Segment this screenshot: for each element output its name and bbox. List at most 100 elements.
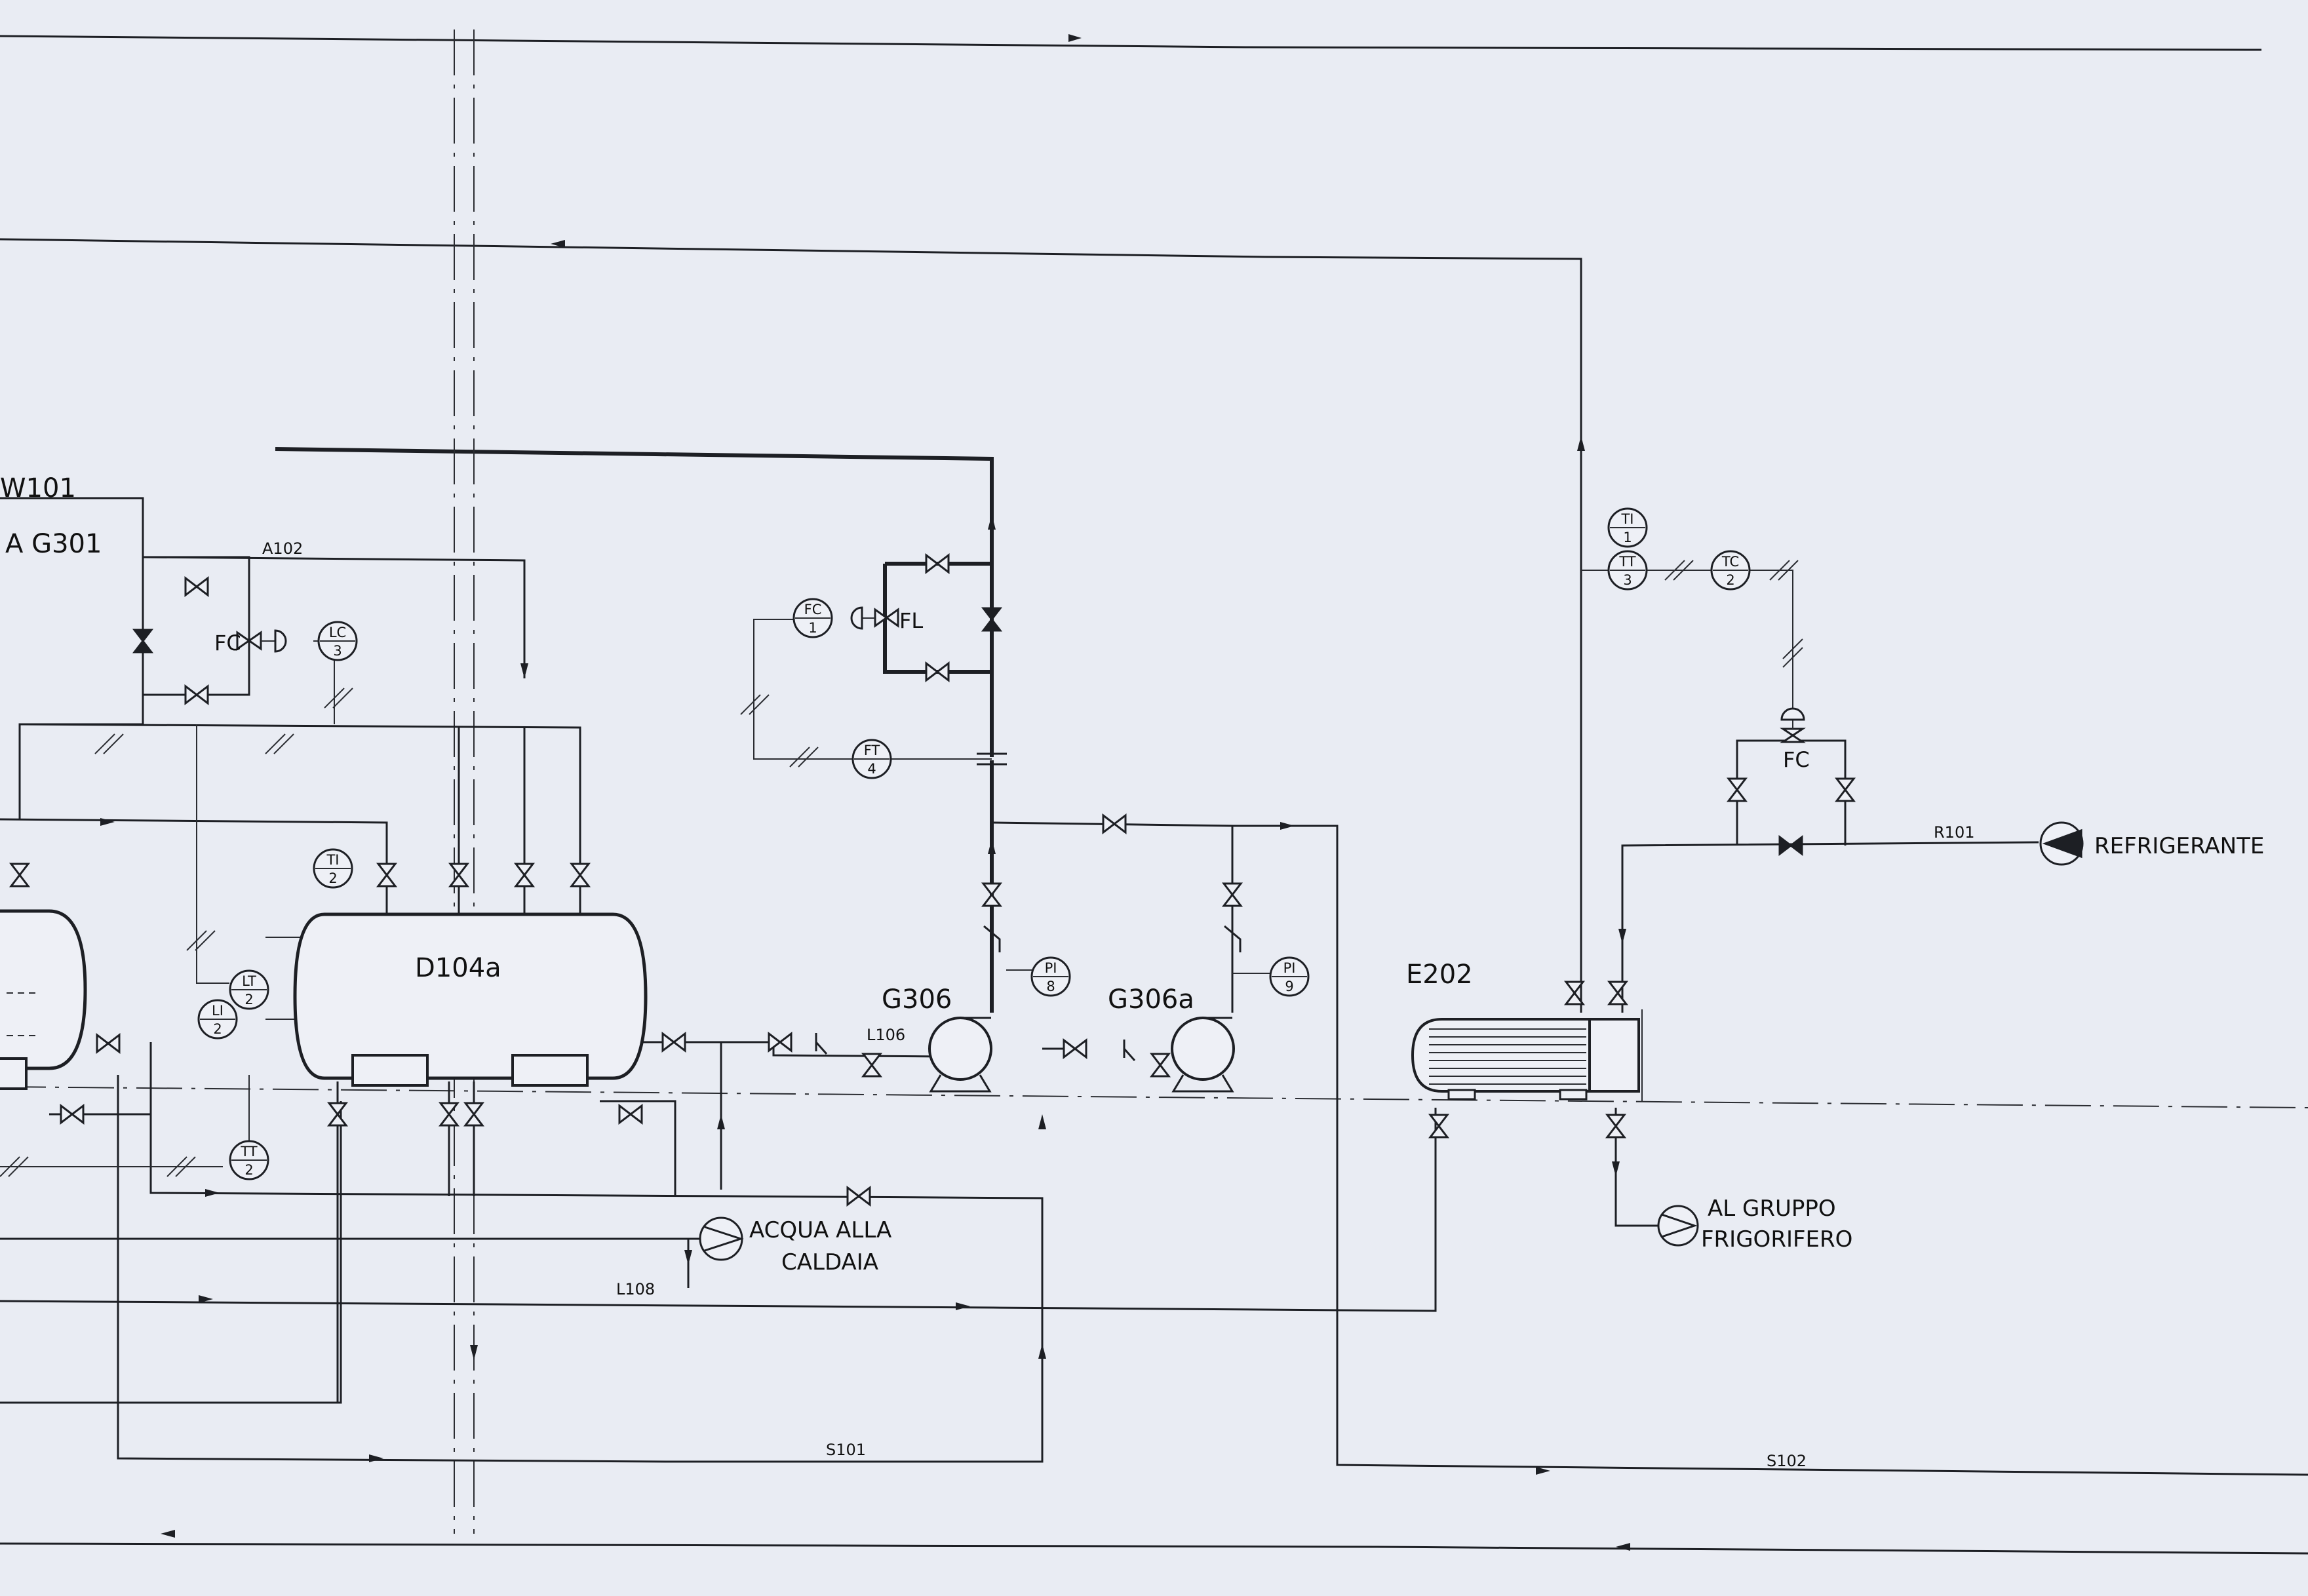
instrument-number-li2: 2 <box>213 1021 222 1037</box>
instrument-tt2: TT2 <box>229 1140 269 1180</box>
orifice-plate <box>977 752 1007 766</box>
arrow-2 <box>551 240 565 248</box>
heat-exchanger-e202 <box>1411 1009 1643 1101</box>
pump-gruppo <box>1657 1205 1699 1247</box>
arrow-6 <box>520 663 528 678</box>
process-lines <box>0 29 2308 1555</box>
top-header-line <box>0 35 2262 51</box>
control-valve-fc-right <box>1780 707 1806 743</box>
centerline-2 <box>0 1086 2308 1108</box>
arrow-10 <box>1280 822 1295 830</box>
gate-valve-14 <box>569 863 591 887</box>
instrument-number-tt3: 3 <box>1623 572 1632 588</box>
instrument-lt2: LT2 <box>229 969 269 1010</box>
instrument-number-fc1: 1 <box>808 620 817 636</box>
label-g306: G306 <box>882 984 952 1015</box>
arrow-9 <box>1038 1114 1046 1129</box>
gate-valve-23 <box>438 1102 460 1127</box>
gate-valve-24 <box>463 1102 485 1127</box>
label-d104a: D104a <box>415 953 501 983</box>
suction-g306 <box>721 1041 945 1058</box>
arrow-14 <box>205 1189 220 1197</box>
label-fc-right: FC <box>1783 747 1810 772</box>
instrument-tt3: TT 3 <box>1607 550 1648 591</box>
instrument-tag-ti1: TI <box>1620 511 1633 527</box>
bottom-drain <box>149 1042 728 1197</box>
signal-ticks-fc1 <box>740 694 819 768</box>
label-s101: S101 <box>826 1441 866 1459</box>
instrument-number-ti1: 1 <box>1623 530 1632 545</box>
gate-valve-20 <box>96 1032 121 1055</box>
label-a102: A102 <box>262 539 303 558</box>
instrument-number-lc3: 3 <box>333 643 342 659</box>
gate-valve-3 <box>132 629 154 653</box>
instrument-ft4: FT4 <box>851 739 892 779</box>
gate-valve-1 <box>184 575 209 598</box>
lt2-signal <box>196 724 229 984</box>
gate-valve-29 <box>1778 834 1803 857</box>
instrument-tag-tc2: TC <box>1721 554 1739 570</box>
instrument-tag-fc1: FC <box>804 602 822 617</box>
gate-valve-32 <box>1428 1114 1450 1139</box>
arrow-7 <box>100 818 115 826</box>
gate-valve-11 <box>376 863 398 887</box>
instrument-number-tt2: 2 <box>244 1162 253 1178</box>
label-e202: E202 <box>1406 960 1473 990</box>
vessel-left-partial <box>0 909 87 1090</box>
instrument-pi9: PI9 <box>1269 956 1310 997</box>
gate-valve-30 <box>1563 981 1586 1005</box>
gate-valve-6 <box>981 607 1003 632</box>
instrument-tc2: TC 2 <box>1710 550 1751 591</box>
gate-valve-25 <box>618 1103 643 1125</box>
gate-valve-18 <box>1063 1038 1087 1060</box>
bottom-line <box>0 1542 2308 1555</box>
label-s102: S102 <box>1767 1452 1807 1470</box>
instrument-number-pi9: 9 <box>1285 979 1293 994</box>
instrument-pi8: PI8 <box>1030 956 1071 997</box>
arrow-5 <box>988 839 996 854</box>
r101-line <box>1621 841 2039 1013</box>
s101-line <box>117 1075 666 1463</box>
a102-line <box>142 556 526 678</box>
gate-valve-33 <box>1605 1114 1627 1139</box>
gate-valve-7 <box>1102 813 1127 835</box>
labels: W101 A G301 A102 D104a G306 G306a E202 L… <box>0 473 2264 1470</box>
instrument-ti2: TI2 <box>313 848 353 889</box>
gate-valve-15 <box>661 1031 686 1053</box>
arrow-19 <box>1616 1543 1630 1551</box>
instrument-li2: LI 2 <box>197 999 238 1040</box>
strainer-1 <box>815 1033 828 1055</box>
gate-valve-2 <box>184 684 209 706</box>
pump-g306a <box>1171 1017 1235 1093</box>
fc1-ft4-signal <box>753 619 855 760</box>
instrument-tag-li2: LI <box>212 1003 224 1019</box>
instrument-tag-lc3: LC <box>329 625 346 640</box>
arrow-16 <box>956 1302 970 1310</box>
control-valve-fl <box>850 606 899 630</box>
gate-valve-8 <box>981 882 1003 907</box>
instrument-ti1: TI 1 <box>1607 507 1648 548</box>
gate-valve-19 <box>1149 1053 1171 1078</box>
fc-left-bypass <box>143 556 250 696</box>
check-valve-2 <box>1224 925 1242 952</box>
arrow-1 <box>1068 34 1082 42</box>
arrow-18 <box>161 1530 175 1538</box>
feed-left <box>18 723 143 819</box>
instrument-tag-ti2: TI <box>326 852 339 868</box>
instrument-tag-tt3: TT <box>1618 554 1635 570</box>
label-r101: R101 <box>1934 823 1974 842</box>
instrument-number-pi8: 8 <box>1046 979 1055 994</box>
label-fc-left: FC <box>214 631 241 655</box>
arrow-22 <box>684 1250 692 1265</box>
arrow-21 <box>1038 1344 1046 1359</box>
return-line-e202 <box>0 238 1582 1013</box>
label-a-g301: A G301 <box>5 529 102 559</box>
instrument-number-tc2: 2 <box>1726 572 1734 588</box>
gate-valve-17 <box>861 1053 883 1078</box>
label-acqua-1: ACQUA ALLA <box>749 1217 891 1243</box>
label-l106: L106 <box>867 1026 905 1044</box>
tc2-fc-signal <box>1750 570 1793 711</box>
label-l108: L108 <box>616 1280 655 1298</box>
